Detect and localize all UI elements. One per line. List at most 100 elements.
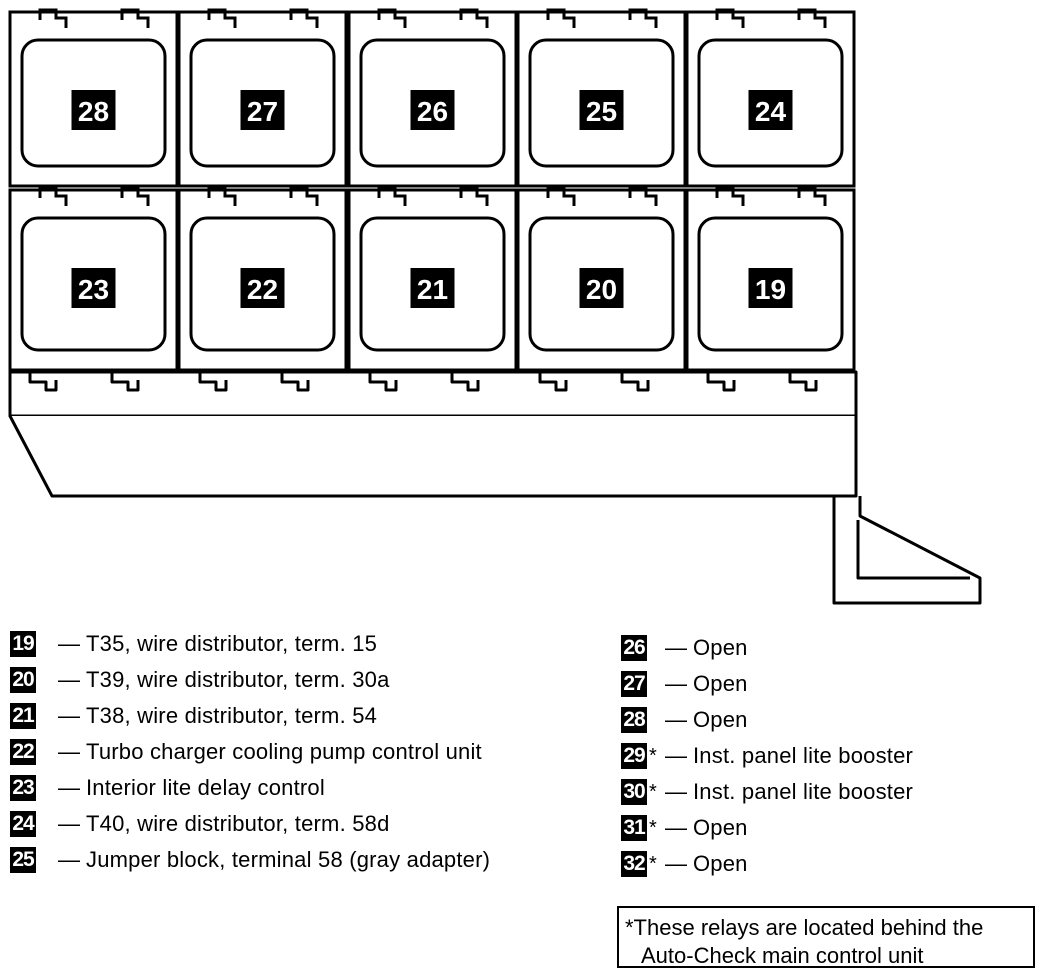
legend-description: Interior lite delay control	[86, 775, 325, 800]
rail-clip	[28, 372, 58, 392]
relay-number-23: 23	[78, 274, 109, 305]
legend-item: 19 —T35, wire distributor, term. 15	[10, 626, 490, 662]
legend-item: 27 —Open	[621, 666, 913, 702]
legend-item: 21 —T38, wire distributor, term. 54	[10, 698, 490, 734]
legend-badge: 30	[621, 779, 647, 805]
relay-badge-22	[240, 268, 285, 308]
relay-badge-27	[240, 90, 285, 130]
rail-clip	[538, 372, 568, 392]
legend-description: Inst. panel lite booster	[693, 779, 914, 804]
rail-clip	[280, 372, 310, 392]
legend-item: 31* —Open	[621, 810, 913, 846]
relay-badge-24	[748, 90, 793, 130]
legend-badge: 32	[621, 851, 647, 877]
legend-description: Jumper block, terminal 58 (gray adapter)	[86, 847, 491, 872]
legend-dash: —	[58, 847, 80, 872]
rail-clip	[450, 372, 480, 392]
legend-item: 29*—Inst. panel lite booster	[621, 738, 913, 774]
legend-badge: 22	[10, 739, 36, 765]
relay-cell-28: 28	[8, 8, 179, 188]
legend-description: Open	[693, 707, 748, 732]
relay-cell-21: 21	[347, 186, 518, 372]
rail-clip	[706, 372, 736, 392]
legend-description: T35, wire distributor, term. 15	[86, 631, 378, 656]
relay-cell-25: 25	[516, 8, 687, 188]
legend-description: Open	[693, 635, 748, 660]
legend-item: 32* —Open	[621, 846, 913, 882]
legend-badge: 26	[621, 635, 647, 661]
legend-badge: 20	[10, 667, 36, 693]
legend-badge: 28	[621, 707, 647, 733]
relay-cell-22: 22	[177, 186, 348, 372]
relay-cells: 28 27 26 25 24 23 22 21 20 19	[8, 8, 856, 372]
relay-badge-28	[71, 90, 116, 130]
rail-clip	[620, 372, 650, 392]
rail-clip	[368, 372, 398, 392]
legend-dash: —	[665, 671, 687, 696]
legend-description: Open	[693, 851, 748, 876]
legend-dash: —	[665, 707, 687, 732]
relay-number-28: 28	[78, 96, 109, 127]
legend-dash: —	[665, 635, 687, 660]
legend-dash: —	[58, 631, 80, 656]
relay-cell-27: 27	[177, 8, 348, 188]
rail-clip	[110, 372, 140, 392]
legend-dash: —	[665, 851, 687, 876]
legend-description: Open	[693, 671, 748, 696]
footnote-line-1: *These relays are located behind the	[625, 915, 984, 940]
relay-badge-21	[410, 268, 455, 308]
legend-item: 22 —Turbo charger cooling pump control un…	[10, 734, 490, 770]
legend-dash: —	[665, 815, 687, 840]
relay-badge-25	[579, 90, 624, 130]
relay-cell-26: 26	[347, 8, 518, 188]
legend-badge: 19	[10, 631, 36, 657]
relay-panel-frame	[8, 370, 982, 605]
relay-badge-23	[71, 268, 116, 308]
relay-badge-26	[410, 90, 455, 130]
legend-badge: 24	[10, 811, 36, 837]
relay-badge-20	[579, 268, 624, 308]
legend-description: T39, wire distributor, term. 30a	[86, 667, 390, 692]
relay-cell-19: 19	[685, 186, 856, 372]
legend-description: Turbo charger cooling pump control unit	[86, 739, 482, 764]
legend-dash: —	[58, 775, 80, 800]
legend-badge: 21	[10, 703, 36, 729]
relay-panel-diagram: 28 27 26 25 24 23 22 21 20 19	[8, 8, 982, 605]
legend-badge: 23	[10, 775, 36, 801]
relay-number-25: 25	[586, 96, 617, 127]
relay-badge-19	[748, 268, 793, 308]
relay-number-26: 26	[417, 96, 448, 127]
legend-badge: 25	[10, 847, 36, 873]
legend-item: 20 —T39, wire distributor, term. 30a	[10, 662, 490, 698]
relay-number-24: 24	[755, 96, 787, 127]
relay-number-19: 19	[755, 274, 786, 305]
legend-asterisk: *	[649, 852, 657, 875]
legend-badge: 31	[621, 815, 647, 841]
rail-clip	[788, 372, 818, 392]
relay-number-22: 22	[247, 274, 278, 305]
legend-description: T40, wire distributor, term. 58d	[86, 811, 390, 836]
legend-item: 24 —T40, wire distributor, term. 58d	[10, 806, 490, 842]
legend-badge: 27	[621, 671, 647, 697]
legend-dash: —	[58, 811, 80, 836]
relay-number-27: 27	[247, 96, 278, 127]
legend-dash: —	[58, 739, 80, 764]
rail-clips	[28, 372, 818, 392]
relay-number-20: 20	[586, 274, 617, 305]
legend-description: T38, wire distributor, term. 54	[86, 703, 378, 728]
legend-dash: —	[58, 703, 80, 728]
relay-cell-24: 24	[685, 8, 856, 188]
relay-number-21: 21	[417, 274, 448, 305]
legend-item: 26 —Open	[621, 630, 913, 666]
legend-item: 30*—Inst. panel lite booster	[621, 774, 913, 810]
legend-description: Inst. panel lite booster	[693, 743, 914, 768]
legend-asterisk: *	[649, 816, 657, 839]
legend-badge: 29	[621, 743, 647, 769]
legend-dash: —	[665, 779, 687, 804]
legend-item: 28 —Open	[621, 702, 913, 738]
legend-description: Open	[693, 815, 748, 840]
legend-dash: —	[58, 667, 80, 692]
footnote-line-2: Auto-Check main control unit	[641, 943, 924, 968]
